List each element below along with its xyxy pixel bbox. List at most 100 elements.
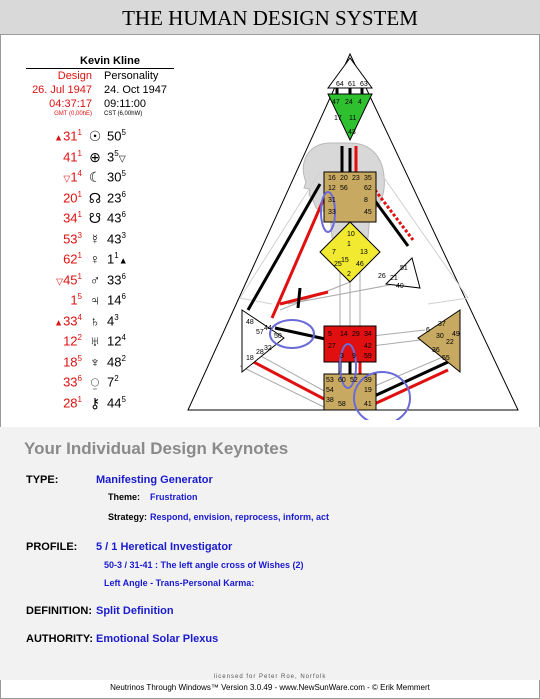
gate-label-sacral: 27 <box>328 343 336 350</box>
g-center <box>319 221 381 283</box>
gate-label-throat: 56 <box>340 185 348 192</box>
planet-row: 15♃146 <box>0 292 200 314</box>
highlight-oval <box>320 191 336 233</box>
line-number: 6 <box>121 189 126 199</box>
line-number: 3 <box>121 230 126 240</box>
gate-label-spleen: 44 <box>264 325 272 332</box>
personality-gate: 35▽ <box>107 149 126 164</box>
design-gate: 341 <box>20 210 82 225</box>
gate-number: 33 <box>107 271 122 287</box>
personality-gate: 445 <box>107 395 126 410</box>
line-number: 5 <box>114 148 119 158</box>
exaltation-marker: ▽ <box>56 275 64 286</box>
earth-icon: ⊕ <box>89 148 101 165</box>
line-number: 1 <box>77 128 82 137</box>
uranus-icon: ♅ <box>89 333 101 349</box>
gate-number: 62 <box>63 251 78 267</box>
design-gate: 281 <box>20 395 82 410</box>
head-center <box>327 57 373 89</box>
gate-label-root: 60 <box>338 377 346 384</box>
strategy-label: Strategy: <box>108 512 148 522</box>
gate-label-ajna: 11 <box>349 115 356 122</box>
gate-number: 1 <box>70 292 78 308</box>
gate-number: 23 <box>107 189 122 205</box>
line-number: 1 <box>77 251 82 260</box>
gate-label-g: 2 <box>347 271 351 278</box>
design-gate: ▲334 <box>20 313 82 328</box>
exaltation-marker: ▲ <box>54 316 64 327</box>
line-number: 3 <box>114 312 119 322</box>
personality-time: 09:11:00 <box>104 98 147 110</box>
line-number: 6 <box>121 210 126 219</box>
gate-number: 12 <box>63 333 78 349</box>
gate-label-sacral: 5 <box>328 331 332 338</box>
chiron-icon: ⚷ <box>89 394 101 411</box>
line-number: 2 <box>114 374 119 383</box>
personality-gate: 505 <box>107 128 126 143</box>
gate-label-throat: 35 <box>364 175 372 182</box>
gate-label-root: 58 <box>338 401 346 408</box>
planet-row: ▽451♂336 <box>0 272 200 294</box>
gate-label-sacral: 9 <box>352 353 356 360</box>
design-gate: 533 <box>20 231 82 246</box>
gate-label-root: 41 <box>364 401 372 408</box>
gate-number: 43 <box>107 230 122 246</box>
gate-label-sacral: 29 <box>352 331 360 338</box>
planet-row: 341☋436 <box>0 210 200 232</box>
planet-row: 621♀11▲ <box>0 251 200 273</box>
gate-number: 1 <box>70 169 78 185</box>
strategy-value: Respond, envision, reprocess, inform, ac… <box>150 512 330 522</box>
gate-number: 45 <box>63 271 78 287</box>
line-number: 3 <box>77 230 82 240</box>
gate-label-head: 61 <box>348 81 356 88</box>
gate-number: 28 <box>63 394 78 410</box>
design-gate: 621 <box>20 251 82 266</box>
line-number: 5 <box>77 292 82 301</box>
line-number: 6 <box>77 374 82 383</box>
design-label: Design <box>57 70 92 82</box>
planet-row: 336⍜72 <box>0 374 200 396</box>
name-divider <box>26 68 174 69</box>
incarnation-cross: 50-3 / 31-41 : The left angle cross of W… <box>104 560 304 570</box>
personality-gate: 236 <box>107 190 126 205</box>
design-gate: 336 <box>20 374 82 389</box>
gate-label-g: 13 <box>360 249 368 256</box>
neptune-icon: ♆ <box>89 353 101 370</box>
gate-label-ajna: 47 <box>332 99 340 106</box>
planet-row: 122♅124 <box>0 333 200 355</box>
design-gate: 185 <box>20 354 82 369</box>
line-number: 1 <box>77 189 82 199</box>
personality-timezone: CST (6,00hW) <box>104 111 143 117</box>
line-number: 4 <box>77 169 82 178</box>
root-center <box>323 373 377 411</box>
gate-label-ajna: 24 <box>345 99 353 106</box>
gate-label-root: 38 <box>326 397 334 404</box>
line-number: 2 <box>77 333 82 342</box>
design-gate: 201 <box>20 190 82 205</box>
highlight-oval <box>269 319 315 349</box>
gate-label-spleen: 57 <box>256 329 264 336</box>
personality-gate: 146 <box>107 292 126 307</box>
design-timezone: GMT (0,00hE) <box>54 111 92 117</box>
keynotes-panel <box>0 427 540 680</box>
gate-label-ego: 21 <box>390 275 398 282</box>
gate-label-root: 19 <box>364 387 372 394</box>
gate-label-sacral: 42 <box>364 343 372 350</box>
gate-label-g: 46 <box>356 261 364 268</box>
saturn-icon: ♄ <box>89 312 101 329</box>
personality-gate: 482 <box>107 354 126 369</box>
gate-label-throat: 23 <box>352 175 360 182</box>
design-gate: ▽14 <box>20 169 82 184</box>
gate-label-ajna: 43 <box>348 129 356 136</box>
shoulder-outline <box>379 171 469 305</box>
personality-gate: 43 <box>107 313 119 328</box>
moon-icon: ☾ <box>88 169 102 185</box>
design-gate: 15 <box>20 292 82 307</box>
person-name: Kevin Kline <box>80 55 140 67</box>
exaltation-marker: ▽ <box>118 152 126 163</box>
gate-label-ego: 51 <box>400 265 408 272</box>
gate-label-solar: 30 <box>436 333 444 340</box>
gate-number: 34 <box>63 210 78 226</box>
